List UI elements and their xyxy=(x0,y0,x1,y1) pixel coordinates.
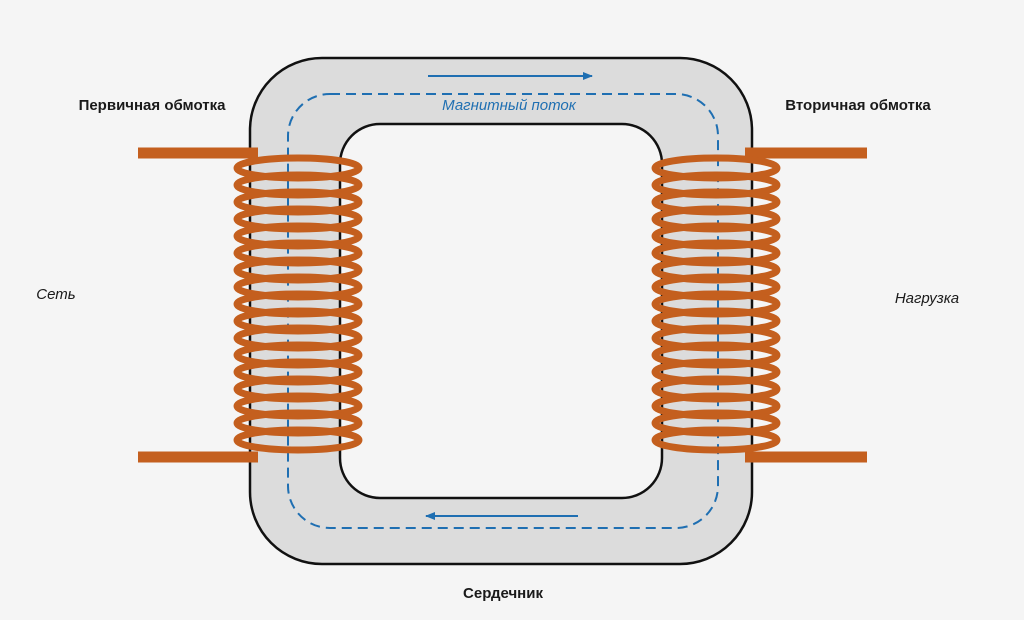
secondary-coil-turn xyxy=(651,426,781,454)
load-label: Нагрузка xyxy=(895,290,959,307)
transformer-core xyxy=(248,56,754,566)
secondary-winding-label: Вторичная обмотка xyxy=(785,97,931,114)
secondary-leads xyxy=(745,147,867,463)
primary-winding-label: Первичная обмотка xyxy=(79,97,227,114)
primary-coil-turn xyxy=(233,426,363,454)
magnetic-flux-label: Магнитный поток xyxy=(442,97,577,114)
network-label: Сеть xyxy=(36,286,76,303)
primary-coil xyxy=(233,154,363,454)
secondary-coil xyxy=(651,154,781,454)
core-label: Сердечник xyxy=(463,585,543,602)
primary-leads xyxy=(138,147,258,463)
